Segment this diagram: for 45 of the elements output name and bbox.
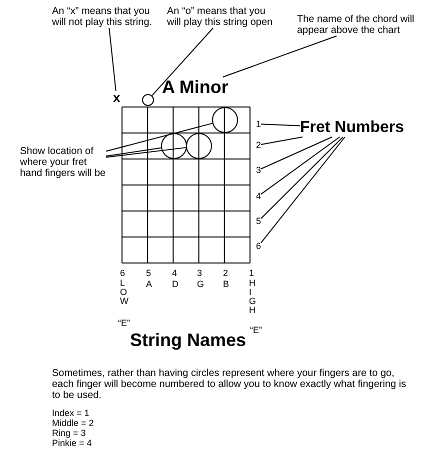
leader-line [106,147,187,158]
string-label: 6 [120,268,126,278]
string-label: G [197,279,204,289]
string-label: Index = 1 [52,408,90,418]
leader-line [260,136,346,244]
string-label: “E” [118,318,130,328]
note-paragraph: Sometimes, rather than having circles represent where your fingers are to go, each finger will become numbered to allow you to know exactly what fingering is to be used. [52,368,408,401]
string-label: B [223,279,230,289]
string-names-heading: String Names [130,330,246,350]
string-label: Middle = 2 [52,418,94,428]
fret-number: 3 [256,165,262,175]
fret-numbers-heading: Fret Numbers [300,119,404,137]
string-label: A [146,279,152,289]
leader-line [106,122,213,152]
string-label: Ring = 3 [52,428,86,438]
leader-line [108,28,116,92]
leader-line [260,136,340,195]
fret-number: 1 [256,119,262,129]
leader-line [222,36,338,78]
string-label: D [172,279,178,289]
string-label: 4 [172,268,178,278]
fret-number: 6 [256,241,262,251]
fret-number: 4 [256,191,262,201]
chord-name: A Minor [162,77,228,97]
callout-text: The name of the chord will appear above the chart [297,14,437,36]
callout-text: An “x” means that you will not play this string. [52,6,164,28]
fret-number: 2 [256,140,262,150]
fret-number: 5 [256,216,262,226]
leader-line [260,136,344,219]
string-name-vertical: LOW [120,279,128,306]
string-name-vertical: HIGH [249,279,257,315]
callout-text: Show location of where your fret hand fingers will be [20,146,106,179]
string-label: Pinkie = 4 [52,438,92,448]
leader-line [106,147,162,157]
leader-line [152,28,214,96]
leader-line [260,136,303,146]
leader-line [260,124,300,126]
leader-line [260,136,332,170]
string-label: 3 [197,268,202,278]
string-label: 2 [223,268,228,278]
string-label: 1 [249,268,254,278]
string-label: “E” [250,325,262,335]
muted-string-mark: x [113,91,120,105]
callout-text: An “o” means that you will play this string open [167,6,279,28]
string-label: 5 [146,268,152,278]
